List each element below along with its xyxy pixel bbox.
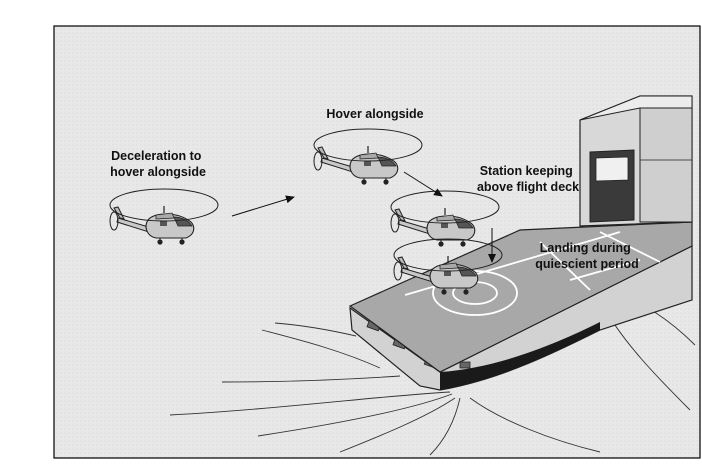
hangar xyxy=(579,95,693,227)
label-station: Station keeping above flight deck xyxy=(477,164,579,194)
label-deceleration: Deceleration to hover alongside xyxy=(110,149,206,179)
arrow-icon-to-station xyxy=(403,171,443,197)
ship-icon xyxy=(348,95,693,391)
arrow-icon-to-hover xyxy=(231,195,295,217)
label-landing: Landing during quiescient period xyxy=(535,241,639,271)
label-hover: Hover alongside xyxy=(326,107,423,121)
